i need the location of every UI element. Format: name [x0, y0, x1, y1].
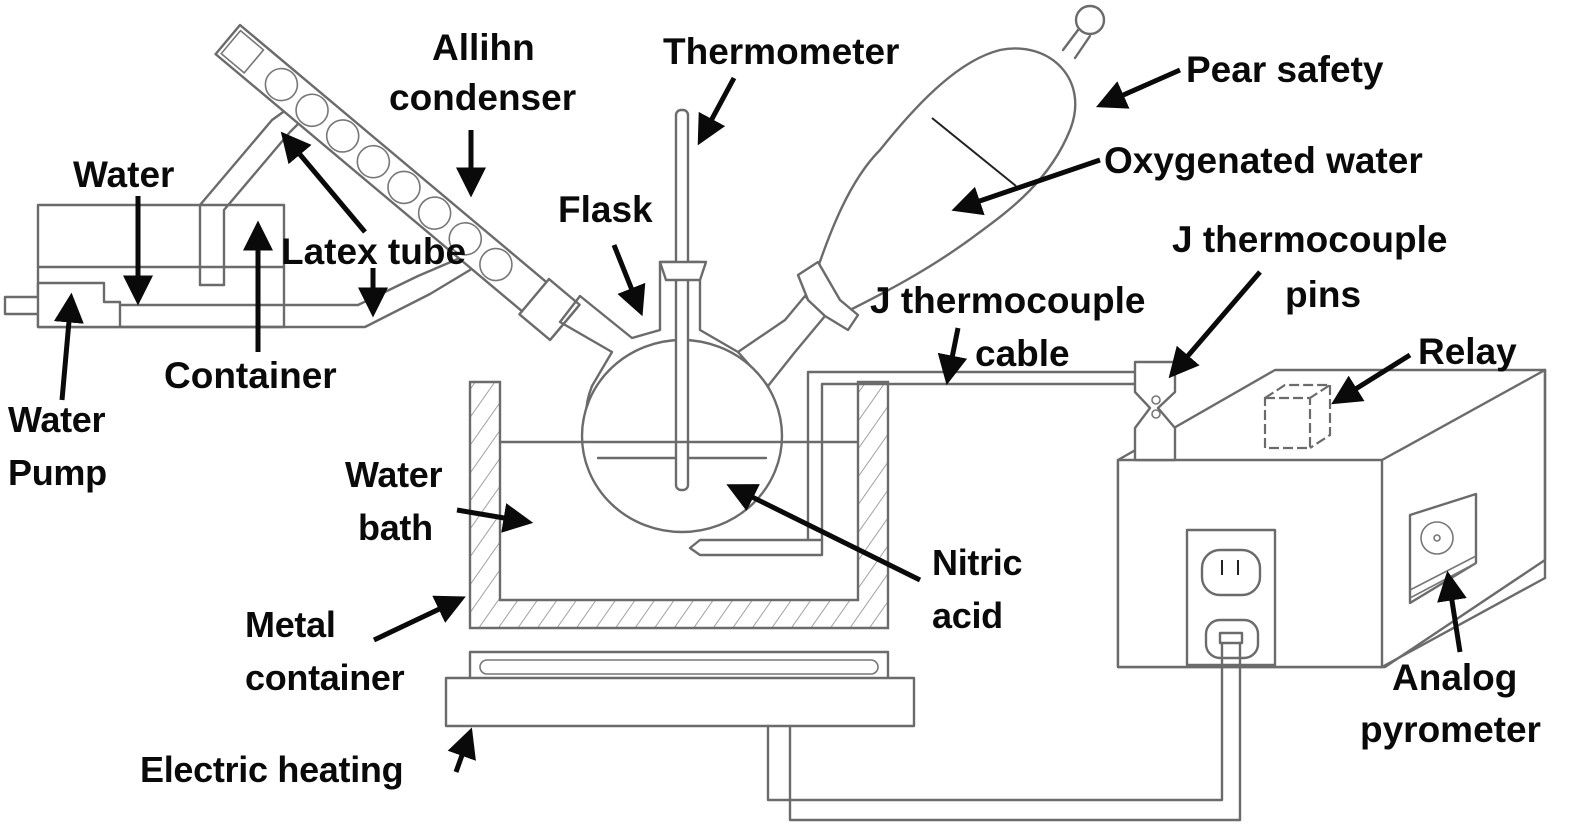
arrow-water-pump — [53, 292, 84, 401]
label-j-pins-line2: pins — [1285, 274, 1361, 315]
arrow-flask — [611, 244, 646, 317]
label-j-cable-line2: cable — [975, 333, 1070, 374]
label-nitric-acid-line1: Nitric — [932, 542, 1022, 583]
label-water: Water — [73, 154, 174, 195]
label-j-cable-line1: J thermocouple — [870, 280, 1146, 321]
arrow-relay — [1331, 352, 1412, 405]
arrow-j-pins — [1168, 270, 1262, 379]
label-latex-tube: Latex tube — [281, 231, 466, 272]
arrow-water-bath — [456, 503, 534, 533]
label-metal-container-line1: Metal — [245, 604, 336, 645]
arrow-pear-safety — [1095, 67, 1182, 109]
label-analog-pyrometer-line1: Analog — [1392, 657, 1517, 698]
arrow-j-cable — [937, 327, 968, 386]
latex-tube — [118, 256, 472, 329]
arrow-latex-tube-up — [280, 131, 367, 234]
water-pump — [3, 281, 122, 329]
label-j-pins-line1: J thermocouple — [1172, 219, 1448, 260]
arrow-analog-pyrometer — [1437, 570, 1467, 653]
thermocouple-pins — [1133, 360, 1177, 462]
label-electric-heating: Electric heating — [140, 749, 403, 790]
metal-container — [468, 380, 890, 630]
arrow-metal-container — [372, 595, 466, 643]
label-thermometer: Thermometer — [663, 31, 899, 72]
label-analog-pyrometer-line2: pyrometer — [1360, 709, 1541, 750]
arrow-oxygenated-water — [951, 157, 1101, 216]
labels: Allihn condenser Thermometer Pear safety… — [8, 27, 1541, 790]
allihn-condenser — [214, 23, 581, 342]
electric-heating-plate — [444, 650, 916, 728]
label-container: Container — [164, 355, 337, 396]
label-nitric-acid-line2: acid — [932, 595, 1003, 636]
relay — [1263, 383, 1334, 450]
label-arrows — [53, 67, 1467, 773]
arrow-nitric-acid — [726, 484, 922, 583]
label-water-pump-line2: Pump — [8, 452, 107, 493]
power-outlet — [1185, 528, 1277, 667]
arrow-thermometer — [697, 76, 737, 146]
label-water-bath-line2: bath — [358, 507, 433, 548]
control-box — [1116, 368, 1547, 669]
pear-safety-flask — [796, 4, 1106, 332]
label-relay: Relay — [1418, 331, 1517, 372]
label-allihn-line2: condenser — [389, 77, 576, 118]
label-pear-safety: Pear safety — [1186, 49, 1384, 90]
arrow-electric-heating — [447, 727, 476, 773]
label-water-pump-line1: Water — [8, 399, 105, 440]
label-flask: Flask — [558, 189, 653, 230]
thermometer — [658, 108, 708, 492]
label-allihn-line1: Allihn — [432, 27, 535, 68]
power-cord — [766, 641, 1242, 822]
label-oxygenated-water: Oxygenated water — [1104, 140, 1423, 181]
label-metal-container-line2: container — [245, 657, 405, 698]
label-water-bath-line1: Water — [345, 454, 442, 495]
three-neck-flask — [558, 260, 827, 534]
thermocouple-probe — [688, 370, 1137, 557]
